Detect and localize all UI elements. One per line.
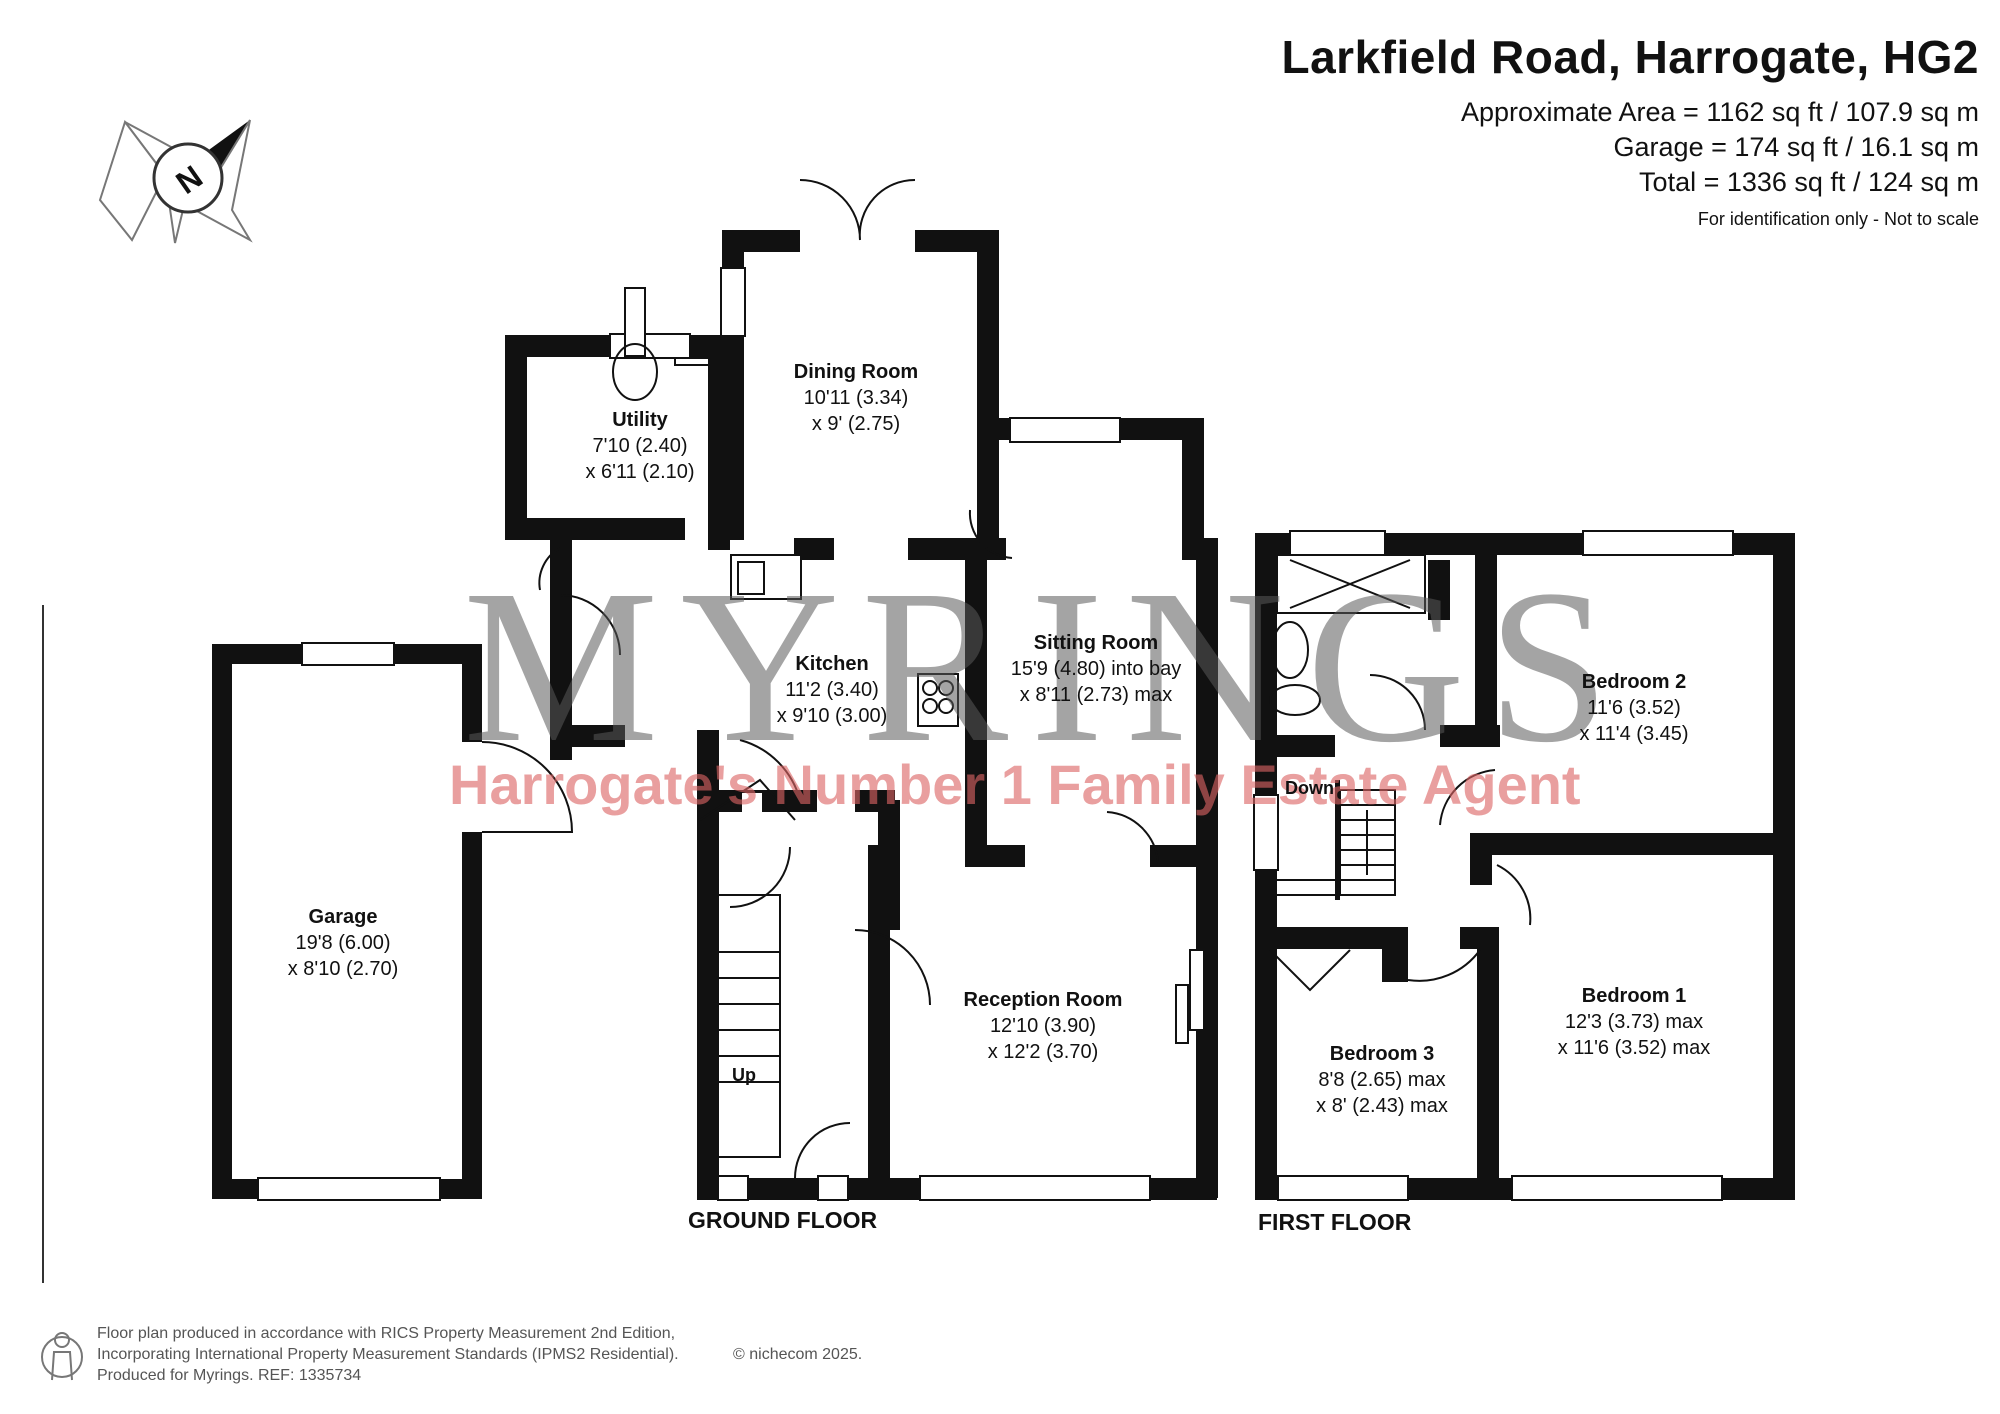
- room-dimension: 15'9 (4.80) into bay: [1010, 658, 1182, 680]
- room-dimension: 7'10 (2.40): [592, 435, 688, 457]
- room-dimension: x 11'6 (3.52) max: [1557, 1037, 1711, 1059]
- room-utility: Utility 7'10 (2.40) x 6'11 (2.10): [585, 407, 694, 485]
- room-dimension: 10'11 (3.34): [803, 387, 909, 409]
- watermark-tagline: Harrogate's Number 1 Family Estate Agent: [449, 753, 1581, 816]
- room-dimension: 8'8 (2.65) max: [1318, 1069, 1446, 1091]
- identification-note: For identification only - Not to scale: [1697, 209, 1979, 229]
- footer-line-2: Incorporating International Property Mea…: [97, 1346, 679, 1363]
- approximate-area: Approximate Area = 1162 sq ft / 107.9 sq…: [1460, 97, 1979, 127]
- room-dining: Dining Room 10'11 (3.34) x 9' (2.75): [794, 359, 918, 437]
- room-dimension: x 9'10 (3.00): [776, 705, 888, 727]
- person-icon: [41, 1332, 83, 1381]
- room-name: Sitting Room: [1033, 632, 1159, 654]
- footer-line-3: Produced for Myrings. REF: 1335734: [97, 1367, 362, 1384]
- room-dimension: x 6'11 (2.10): [585, 461, 695, 483]
- ground-floor-fittings: [538, 178, 1205, 1201]
- room-dimension: 12'3 (3.73) max: [1564, 1011, 1704, 1033]
- room-dimension: x 9' (2.75): [811, 413, 901, 435]
- garage-area: Garage = 174 sq ft / 16.1 sq m: [1613, 132, 1979, 162]
- room-sitting: Sitting Room 15'9 (4.80) into bay x 8'11…: [1011, 630, 1182, 708]
- room-kitchen: Kitchen 11'2 (3.40) x 9'10 (3.00): [777, 651, 888, 729]
- room-name: Bedroom 1: [1581, 985, 1687, 1007]
- room-dimension: x 8' (2.43) max: [1316, 1095, 1448, 1117]
- room-dimension: 11'2 (3.40): [785, 679, 879, 701]
- watermark-brand: MYRINGS: [463, 544, 1632, 788]
- room-bedroom-3: Bedroom 3 8'8 (2.65) max x 8' (2.43) max: [1316, 1041, 1448, 1119]
- room-dimension: x 12'2 (3.70): [987, 1041, 1099, 1063]
- stairs-down-label: Down: [1285, 778, 1334, 798]
- room-reception: Reception Room 12'10 (3.90) x 12'2 (3.70…: [964, 987, 1123, 1065]
- first-floor-fittings: [1253, 530, 1734, 1201]
- room-name: Bedroom 2: [1581, 671, 1687, 693]
- room-bedroom-1: Bedroom 1 12'3 (3.73) max x 11'6 (3.52) …: [1558, 983, 1710, 1061]
- copyright: © nichecom 2025.: [733, 1346, 863, 1363]
- garage-side-door: [481, 741, 574, 833]
- room-dimension: 11'6 (3.52): [1587, 697, 1681, 719]
- room-dimension: x 8'11 (2.73) max: [1019, 684, 1173, 706]
- footer-line-1: Floor plan produced in accordance with R…: [97, 1325, 676, 1342]
- room-name: Reception Room: [963, 989, 1123, 1011]
- room-garage: Garage 19'8 (6.00) x 8'10 (2.70): [288, 904, 399, 982]
- stairs-up-label: Up: [732, 1065, 756, 1085]
- room-dimension: 19'8 (6.00): [295, 932, 391, 954]
- total-area: Total = 1336 sq ft / 124 sq m: [1639, 167, 1979, 197]
- garage-walls: [212, 642, 483, 1201]
- room-dimension: 12'10 (3.90): [989, 1015, 1097, 1037]
- property-title: Larkfield Road, Harrogate, HG2: [1281, 31, 1979, 83]
- room-name: Kitchen: [795, 653, 869, 675]
- compass-icon: N: [98, 119, 253, 244]
- room-name: Bedroom 3: [1329, 1043, 1435, 1065]
- room-name: Utility: [612, 409, 668, 431]
- ground-floor-label: GROUND FLOOR: [688, 1207, 878, 1233]
- room-name: Dining Room: [793, 361, 919, 383]
- room-dimension: x 11'4 (3.45): [1579, 723, 1689, 745]
- first-floor-label: FIRST FLOOR: [1258, 1209, 1412, 1235]
- room-bedroom-2: Bedroom 2 11'6 (3.52) x 11'4 (3.45): [1579, 669, 1688, 747]
- room-name: Garage: [308, 906, 378, 928]
- room-dimension: x 8'10 (2.70): [287, 958, 399, 980]
